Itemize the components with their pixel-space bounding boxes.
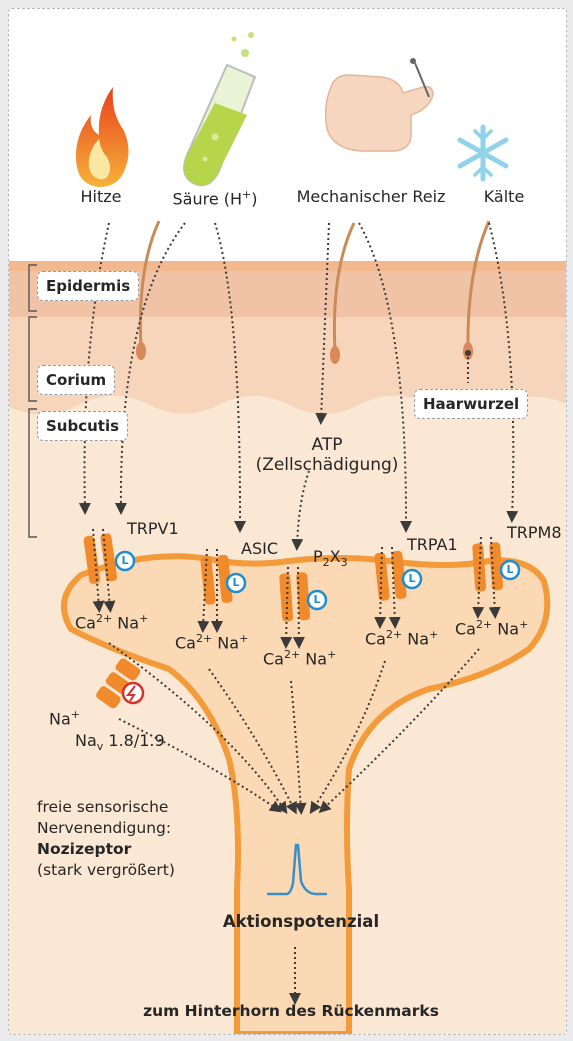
skin-surface bbox=[9, 261, 566, 271]
ions-asic: Ca2+ Na+ bbox=[175, 633, 248, 651]
tag-epidermis: Epidermis bbox=[37, 271, 139, 301]
nav-channel-label: Nav 1.8/1.9 bbox=[75, 733, 165, 752]
diagram-frame: Hitze Säure (H+) Mechanischer Reiz Kälte… bbox=[8, 8, 567, 1035]
hair-follicle-2 bbox=[330, 346, 340, 364]
nerve-note-line1: freie sensorische bbox=[37, 797, 175, 818]
tag-hair-root: Haarwurzel bbox=[414, 389, 528, 419]
ligand-marker-trpa1: L bbox=[408, 573, 415, 584]
nav-ion-label: Na+ bbox=[49, 709, 80, 727]
ligand-marker-trpm8: L bbox=[506, 564, 513, 575]
nerve-note-line4: (stark vergrößert) bbox=[37, 860, 175, 881]
ligand-marker-asic: L bbox=[232, 577, 239, 588]
tag-corium: Corium bbox=[37, 365, 115, 395]
flame-icon bbox=[76, 87, 129, 187]
ions-p2x3: Ca2+ Na+ bbox=[263, 649, 336, 667]
atp-caption: (Zellschädigung) bbox=[256, 457, 399, 474]
snowflake-icon bbox=[460, 127, 506, 179]
label-mechanical: Mechanischer Reiz bbox=[297, 189, 446, 205]
nerve-note-title: Nozizeptor bbox=[37, 839, 175, 860]
label-cold: Kälte bbox=[484, 189, 525, 205]
ions-trpa1: Ca2+ Na+ bbox=[365, 629, 438, 647]
hand-icon bbox=[326, 58, 433, 151]
voltage-sensor-icon bbox=[123, 683, 143, 703]
nerve-note: freie sensorische Nervenendigung: Nozize… bbox=[37, 797, 175, 881]
channel-label-p2x3: P2X3 bbox=[313, 549, 348, 568]
channel-label-trpa1: TRPA1 bbox=[407, 537, 458, 553]
ligand-marker-p2x3: L bbox=[313, 594, 320, 605]
tag-subcutis: Subcutis bbox=[37, 411, 128, 441]
atp-label: ATP bbox=[312, 437, 343, 454]
action-potential-label: Aktionspotenzial bbox=[223, 914, 379, 931]
label-acid: Säure (H+) bbox=[173, 189, 258, 207]
channel-label-trpv1: TRPV1 bbox=[127, 521, 179, 537]
hair-follicle-1 bbox=[136, 342, 146, 360]
ions-trpv1: Ca2+ Na+ bbox=[75, 613, 148, 631]
hair-root-pointer bbox=[465, 350, 471, 356]
ligand-marker-trpv1: L bbox=[121, 555, 128, 566]
ions-trpm8: Ca2+ Na+ bbox=[455, 619, 528, 637]
destination-label: zum Hinterhorn des Rückenmarks bbox=[143, 1004, 439, 1020]
channel-label-asic: ASIC bbox=[241, 541, 278, 557]
label-heat: Hitze bbox=[81, 189, 122, 205]
nerve-note-line2: Nervenendigung: bbox=[37, 818, 175, 839]
channel-label-trpm8: TRPM8 bbox=[507, 525, 562, 541]
test-tube-icon bbox=[184, 32, 255, 185]
